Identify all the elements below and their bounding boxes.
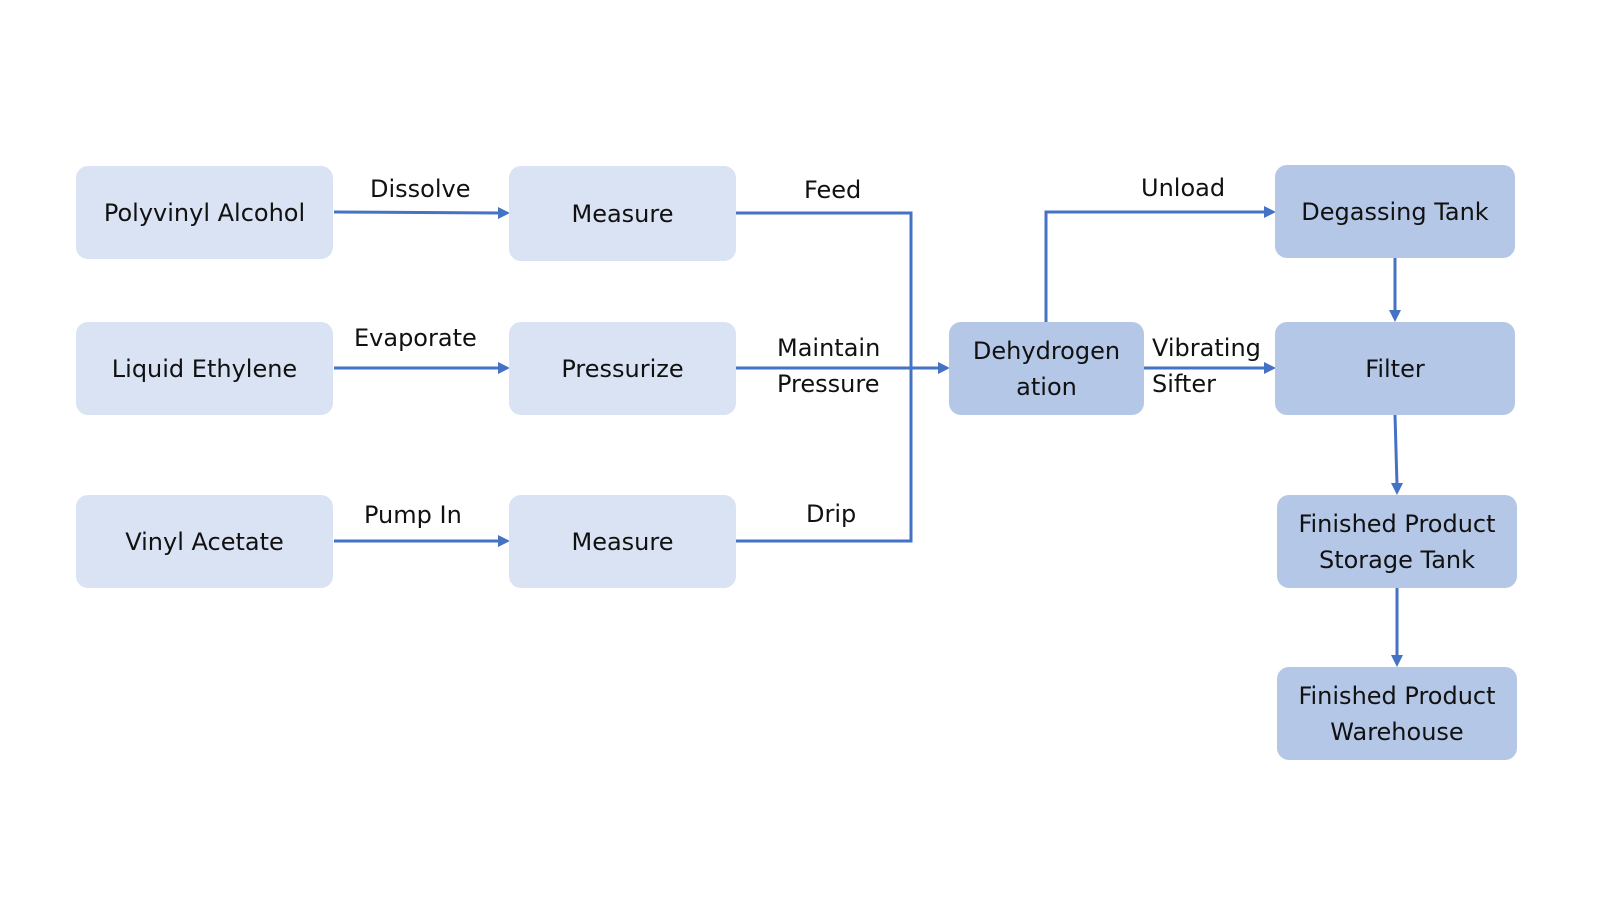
node-label: Filter: [1365, 354, 1425, 383]
node-label: Liquid Ethylene: [111, 354, 298, 383]
node-liquid-ethylene: Liquid Ethylene: [76, 322, 333, 415]
edge-label-unload: Unload: [1141, 174, 1226, 202]
node-label: Polyvinyl Alcohol: [103, 198, 306, 227]
arrowhead: [938, 362, 950, 374]
node-label: Measure: [571, 199, 674, 228]
node-label: Finished Product Storage Tank: [1298, 509, 1496, 574]
node-label: Finished Product Warehouse: [1298, 681, 1496, 746]
edge-filter-to-storage: [1393, 414, 1399, 486]
node-filter: Filter: [1275, 322, 1515, 415]
node-label: Dehydrogen ation: [972, 336, 1121, 401]
arrowhead: [498, 362, 510, 374]
edge-label-feed: Feed: [804, 176, 862, 204]
node-label: Pressurize: [561, 354, 684, 383]
edge-label-pump-in: Pump In: [364, 501, 462, 529]
arrowhead: [498, 535, 510, 547]
arrowhead: [1264, 362, 1276, 374]
node-label: Vinyl Acetate: [125, 527, 284, 556]
edge-label-dissolve: Dissolve: [370, 175, 471, 203]
edge-drip: [736, 368, 913, 543]
node-measure-bottom: Measure: [509, 495, 736, 588]
edge-label-drip: Drip: [806, 500, 857, 528]
edge-unload: [1044, 210, 1265, 322]
arrowhead: [1389, 310, 1401, 322]
node-dehydrogenation: Dehydrogen ation: [949, 322, 1144, 415]
edge-label-vibrating-sifter: Vibrating Sifter: [1152, 334, 1261, 398]
arrowhead: [498, 207, 510, 219]
node-polyvinyl-alcohol: Polyvinyl Alcohol: [76, 166, 333, 259]
node-finished-product-warehouse: Finished Product Warehouse: [1277, 667, 1517, 760]
edge-label-maintain-pressure: Maintain Pressure: [777, 334, 881, 398]
node-vinyl-acetate: Vinyl Acetate: [76, 495, 333, 588]
edge-dissolve: [333, 210, 501, 215]
edge-feed: [736, 211, 913, 368]
node-label: Degassing Tank: [1301, 197, 1489, 226]
arrowhead: [1264, 206, 1276, 218]
arrowhead: [1391, 655, 1403, 667]
node-degassing-tank: Degassing Tank: [1275, 165, 1515, 258]
node-label: Measure: [571, 527, 674, 556]
node-finished-product-storage-tank: Finished Product Storage Tank: [1277, 495, 1517, 588]
edge-label-evaporate: Evaporate: [354, 324, 477, 352]
node-measure-top: Measure: [509, 166, 736, 261]
arrowhead: [1391, 483, 1403, 495]
node-pressurize: Pressurize: [509, 322, 736, 415]
